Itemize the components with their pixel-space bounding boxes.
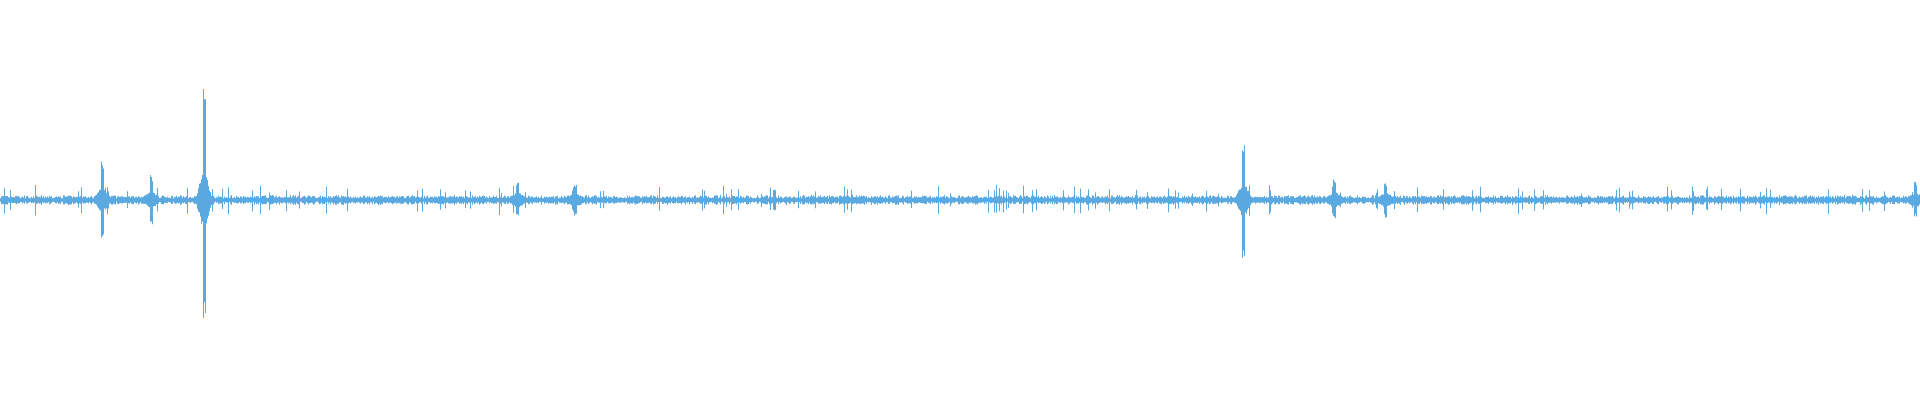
waveform-path bbox=[0, 89, 1920, 318]
